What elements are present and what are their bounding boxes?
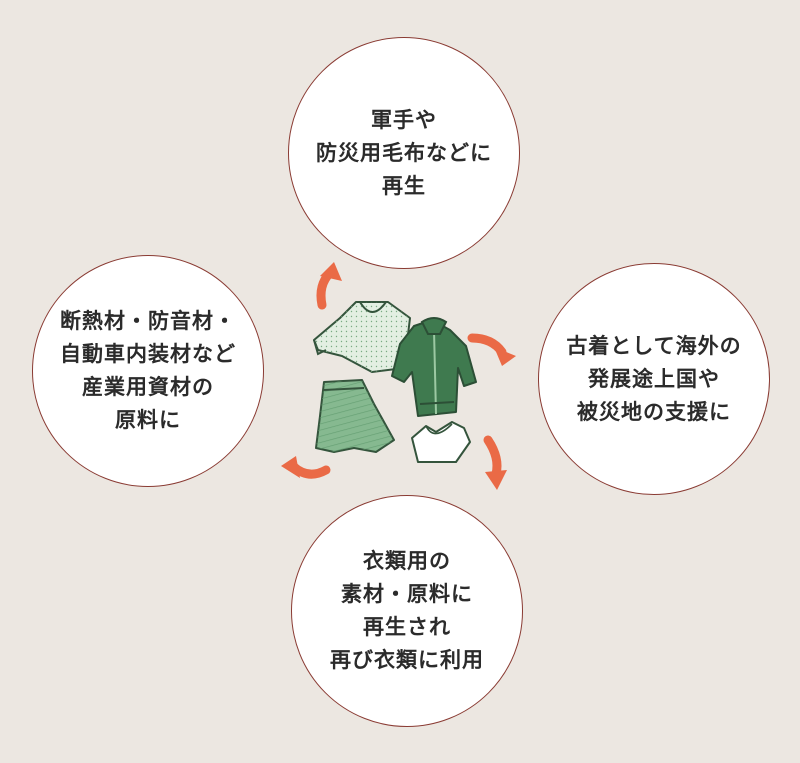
circle-left-line-4: 原料に [115, 408, 181, 432]
arrow-to-bottom [483, 435, 507, 490]
circle-industrial-materials: 断熱材・防音材・ 自動車内装材など 産業用資材の 原料に [32, 255, 264, 487]
circle-top-line-2: 防災用毛布などに [316, 140, 492, 165]
arrow-to-top [316, 262, 342, 310]
circle-bottom-line-3: 再生され [363, 615, 451, 639]
circle-top-line-3: 再生 [382, 173, 426, 198]
circle-left-line-2: 自動車内装材など [60, 342, 236, 366]
circle-top-line-1: 軍手や [371, 107, 437, 132]
jacket-icon [391, 317, 477, 417]
arrow-to-left [281, 456, 331, 479]
circle-bottom-line-4: 再び衣類に利用 [330, 648, 484, 672]
circle-right-line-3: 被災地の支援に [577, 399, 731, 424]
arrow-to-right [467, 333, 516, 366]
circle-right-line-1: 古着として海外の [566, 333, 742, 358]
tank-top-icon [411, 421, 471, 463]
skirt-icon [315, 379, 395, 453]
circle-gloves-blankets: 軍手や 防災用毛布などに 再生 [288, 37, 520, 269]
clothes-illustration [281, 262, 516, 490]
circle-right-line-2: 発展途上国や [588, 366, 720, 391]
circle-left-line-1: 断熱材・防音材・ [60, 309, 236, 333]
circle-secondhand-aid: 古着として海外の 発展途上国や 被災地の支援に [538, 263, 770, 495]
circle-left-line-3: 産業用資材の [82, 375, 214, 399]
sweater-icon [313, 301, 411, 373]
circle-bottom-line-2: 素材・原料に [341, 582, 473, 606]
circle-textile-recycling: 衣類用の 素材・原料に 再生され 再び衣類に利用 [291, 495, 523, 727]
circle-bottom-line-1: 衣類用の [363, 549, 451, 573]
